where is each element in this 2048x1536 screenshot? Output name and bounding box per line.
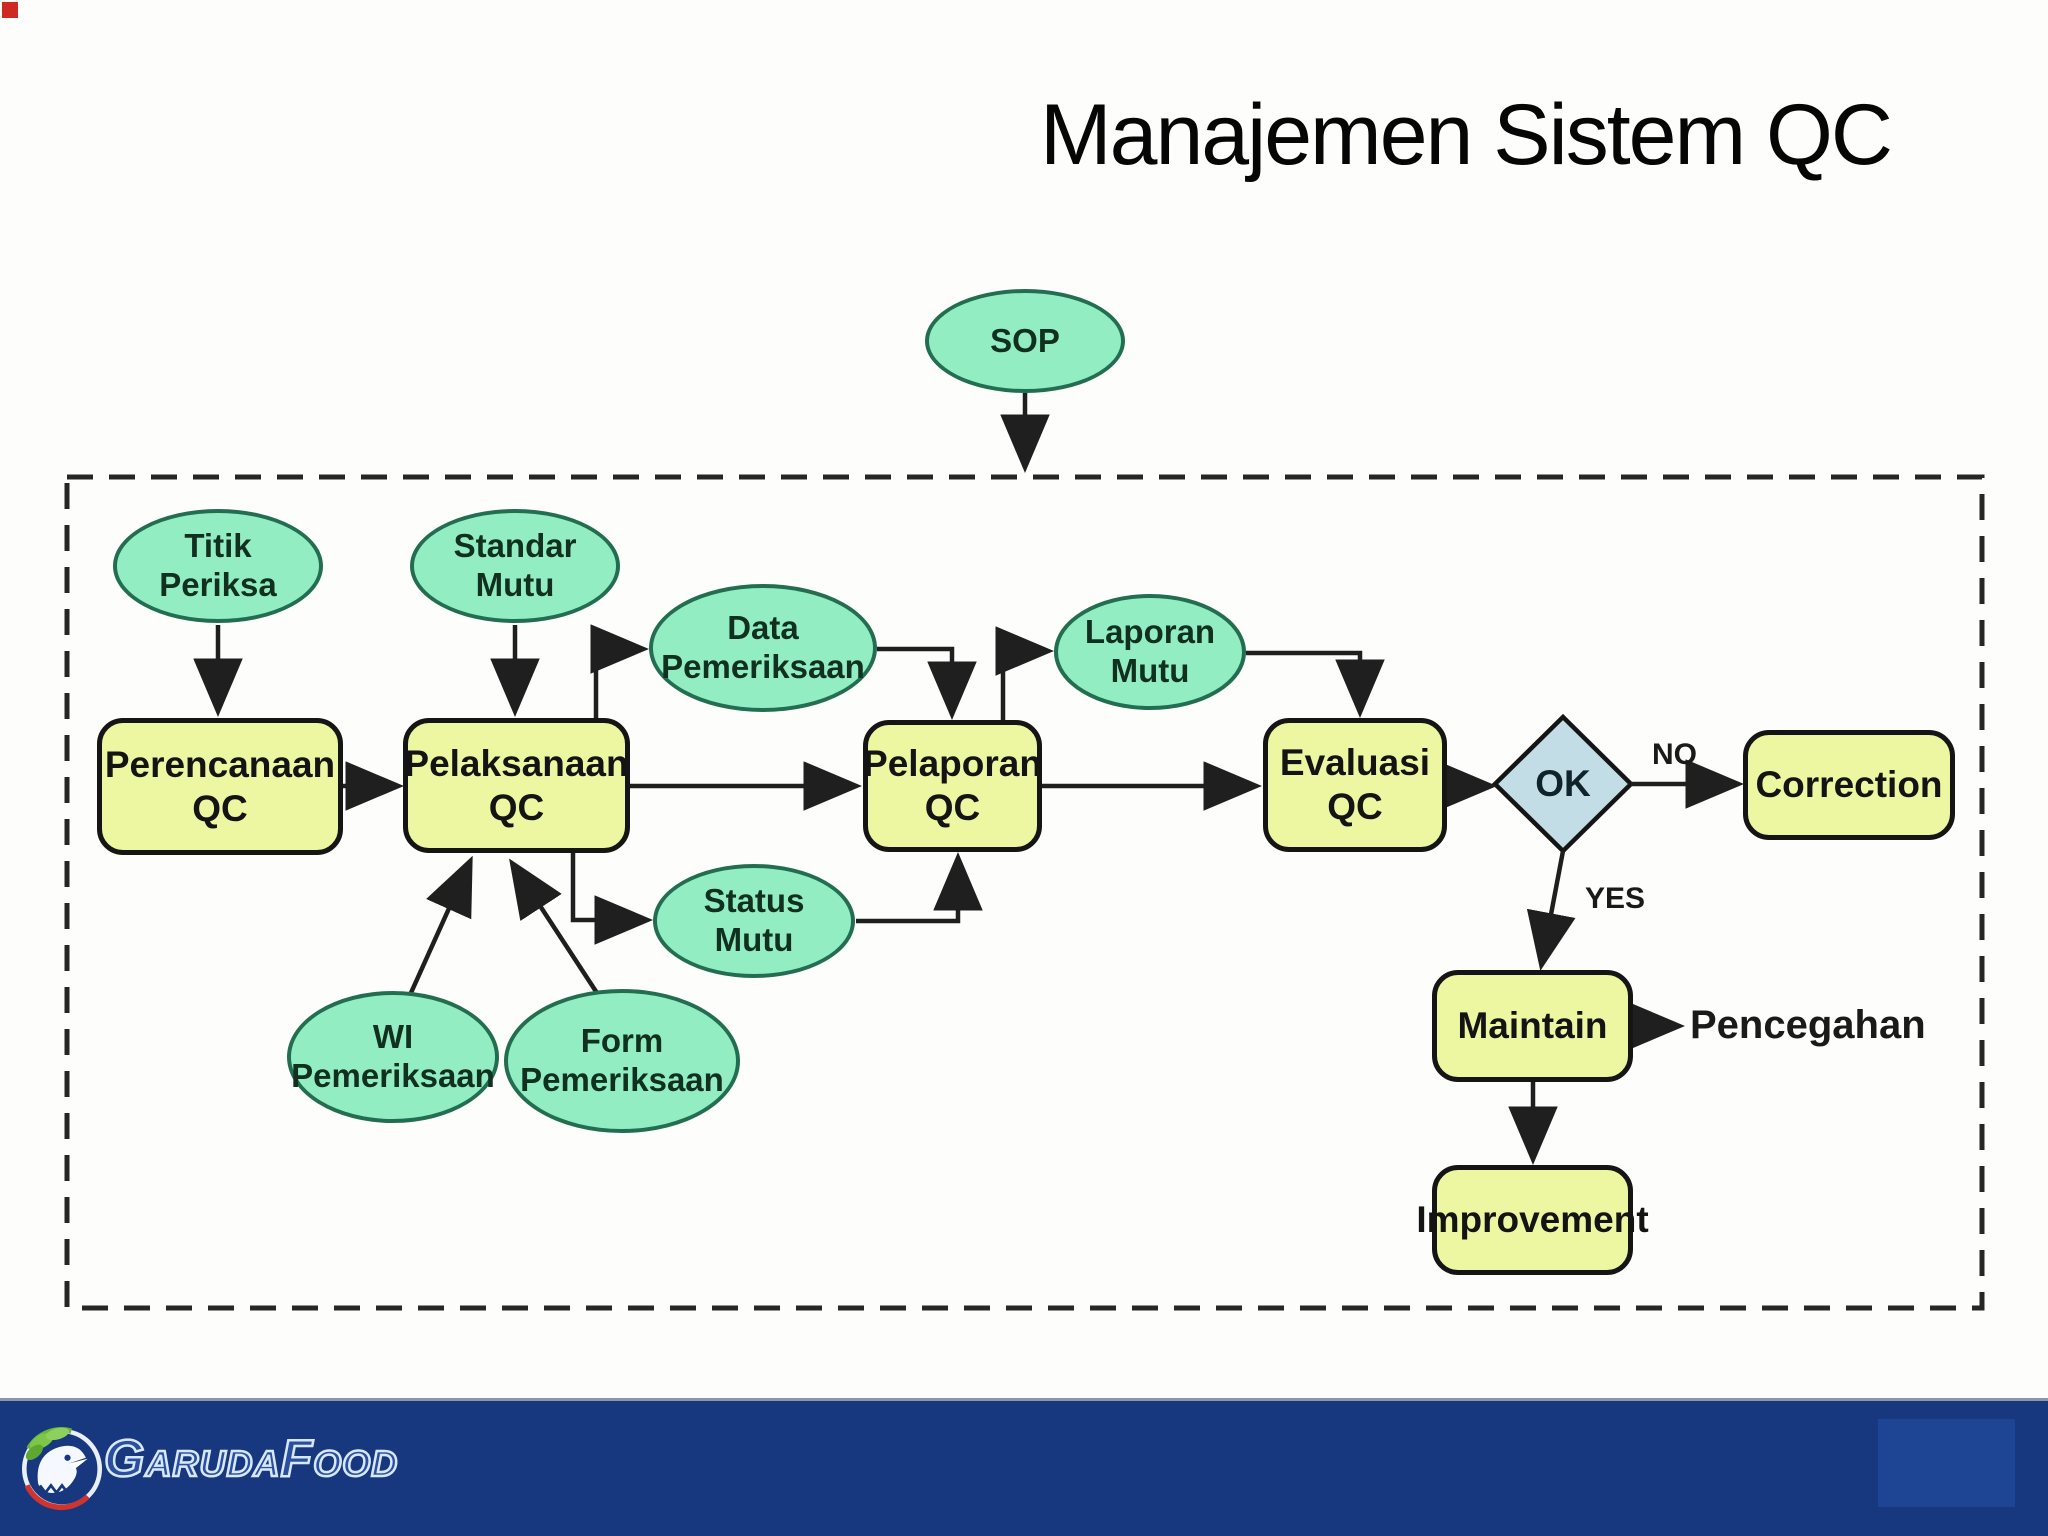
page-title: Manajemen Sistem QC — [1040, 87, 1893, 183]
edge-form-pemeriksaan-to-pelaksanaan — [509, 858, 599, 995]
node-sop: SOP — [925, 289, 1125, 393]
node-perencanaan-qc: Perencanaan QC — [97, 718, 343, 855]
node-pelaksanaan-qc: Pelaksanaan QC — [403, 718, 630, 853]
edge-laporan-mutu-to-evaluasi — [1246, 650, 1385, 718]
edge-wi-pemeriksaan-to-pelaksanaan — [407, 855, 473, 996]
system-boundary-dashed-frame — [64, 474, 1985, 1311]
node-pelaporan-qc: Pelaporan QC — [863, 720, 1042, 852]
node-data-pemeriksaan: Data Pemeriksaan — [649, 584, 877, 712]
edge-ok-yes-to-maintain — [1526, 850, 1576, 971]
decision-ok-label: OK — [1535, 763, 1591, 804]
node-maintain: Maintain — [1432, 970, 1633, 1082]
edge-pelaksanaan-to-data-pemeriksaan — [590, 624, 649, 718]
node-improvement: Improvement — [1416, 1165, 1649, 1275]
node-titik-periksa: Titik Periksa — [113, 509, 323, 623]
recording-dot — [2, 2, 18, 18]
node-standar-mutu: Standar Mutu — [410, 509, 620, 623]
edge-status-mutu-to-pelaporan — [856, 852, 983, 924]
footer-bar: GarudaFood — [0, 1398, 2048, 1536]
node-form-pemeriksaan: Form Pemeriksaan — [504, 989, 740, 1133]
node-laporan-mutu: Laporan Mutu — [1054, 594, 1246, 710]
edge-pelaporan-to-laporan-mutu — [995, 626, 1054, 720]
edge-label-yes: YES — [1585, 882, 1646, 915]
edge-data-pemeriksaan-to-pelaporan — [877, 646, 977, 720]
edge-label-pencegahan: Pencegahan — [1690, 1003, 1926, 1047]
edge-pelaksanaan-to-status-mutu — [570, 853, 653, 945]
node-correction: Correction — [1743, 730, 1955, 840]
garudafood-eagle-logo-icon — [16, 1413, 108, 1521]
node-status-mutu: Status Mutu — [653, 864, 855, 978]
footer-brand-wordmark: GarudaFood — [103, 1429, 399, 1490]
edge-label-no: NO — [1652, 738, 1697, 771]
node-evaluasi-qc: Evaluasi QC — [1263, 718, 1447, 852]
footer-accent-rectangle — [1878, 1419, 2015, 1507]
node-wi-pemeriksaan: WI Pemeriksaan — [287, 991, 499, 1123]
